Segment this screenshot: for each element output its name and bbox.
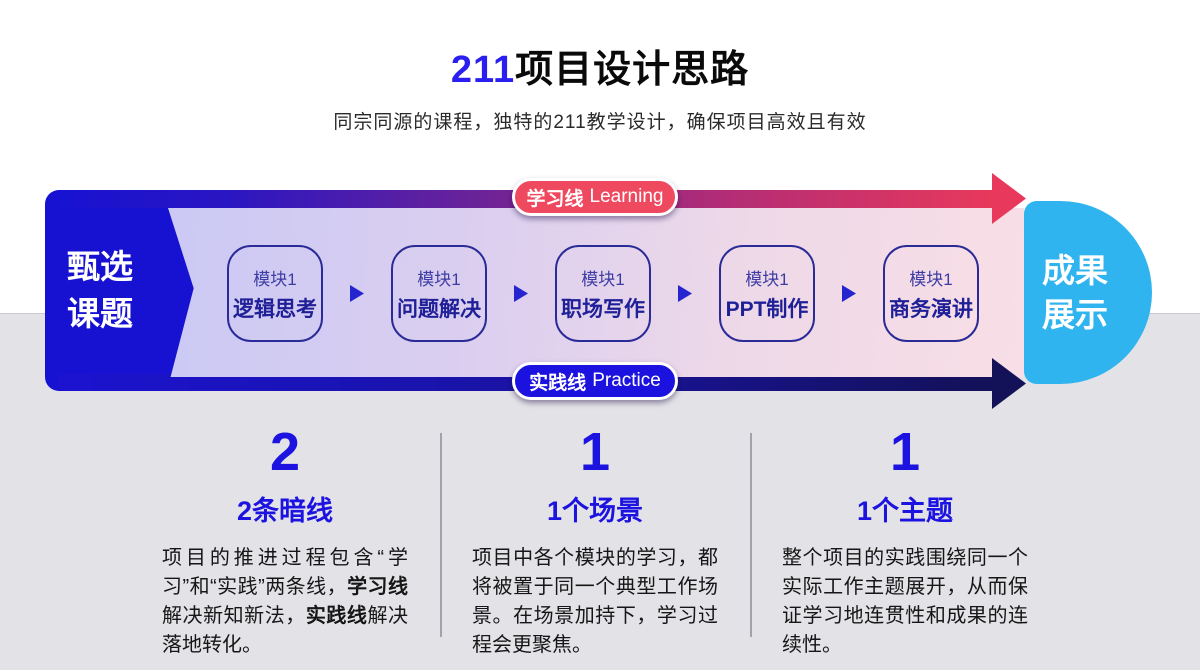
learning-pill-zh: 学习线: [526, 188, 584, 210]
module-title: 商务演讲: [889, 297, 973, 321]
module-title: 问题解决: [397, 297, 481, 321]
stat-number: 2: [269, 422, 301, 482]
module-box: 模块1 逻辑思考: [227, 245, 323, 342]
paragraph-segment: 实践线: [305, 605, 368, 627]
stat-column: 1 1个主题 整个项目的实践围绕同一个实际工作主题展开，从而保证学习地连贯性和成…: [750, 425, 1060, 660]
stat-number: 1: [889, 422, 921, 482]
module-box: 模块1 PPT制作: [719, 245, 815, 342]
paragraph-segment: 项目的推进过程包含“学习”和“实践”两条线，: [162, 547, 408, 598]
paragraph-segment: 解决落地转化。: [162, 605, 409, 656]
flow-arrow-icon: [350, 285, 364, 302]
stats-row: 2 2条暗线 项目的推进过程包含“学习”和“实践”两条线，学习线解决新知新法，实…: [130, 425, 1060, 660]
stat-paragraph: 项目的推进过程包含“学习”和“实践”两条线，学习线解决新知新法，实践线解决落地转…: [162, 544, 408, 660]
practice-pill-en: Practice: [592, 370, 661, 391]
page-subtitle: 同宗同源的课程，独特的211教学设计，确保项目高效且有效: [333, 111, 867, 133]
stat-column: 2 2条暗线 项目的推进过程包含“学习”和“实践”两条线，学习线解决新知新法，实…: [130, 425, 440, 660]
flow-arrow-icon: [678, 285, 692, 302]
page-title: 211项目设计思路: [0, 48, 1200, 94]
module-box: 模块1 商务演讲: [883, 245, 979, 342]
title-highlight: 211: [450, 49, 516, 91]
stat-label: 1个主题: [856, 496, 954, 526]
module-tag: 模块1: [745, 269, 789, 289]
module-box: 模块1 问题解决: [391, 245, 487, 342]
stat-paragraph: 项目中各个模块的学习，都将被置于同一个典型工作场景。在场景加持下，学习过程会更聚…: [472, 544, 718, 660]
source-block-label: 甄选课题: [67, 247, 133, 332]
practice-pill: 实践线 Practice: [512, 362, 678, 400]
module-tag: 模块1: [909, 269, 953, 289]
practice-pill-zh: 实践线: [529, 372, 587, 394]
flow-arrow-icon: [514, 285, 528, 302]
module-tag: 模块1: [417, 269, 461, 289]
column-divider: [750, 433, 752, 637]
module-title: 职场写作: [561, 297, 645, 321]
stat-number: 1: [579, 422, 611, 482]
stat-label: 1个场景: [546, 496, 644, 526]
stat-paragraph: 整个项目的实践围绕同一个实际工作主题展开，从而保证学习地连贯性和成果的连续性。: [782, 544, 1028, 660]
paragraph-segment: 解决新知新法，: [162, 605, 306, 627]
module-box: 模块1 职场写作: [555, 245, 651, 342]
column-divider: [440, 433, 442, 637]
paragraph-segment: 项目中各个模块的学习，都将被置于同一个典型工作场景。在场景加持下，学习过程会更聚…: [472, 547, 718, 656]
stat-label: 2条暗线: [236, 496, 334, 526]
paragraph-segment: 学习线: [347, 576, 409, 598]
module-tag: 模块1: [581, 269, 625, 289]
module-title: 逻辑思考: [233, 297, 317, 321]
title-rest: 项目设计思路: [515, 49, 750, 91]
result-block-label: 成果展示: [1042, 251, 1108, 333]
header: 211项目设计思路 同宗同源的课程，独特的211教学设计，确保项目高效且有效: [0, 48, 1200, 134]
stat-column: 1 1个场景 项目中各个模块的学习，都将被置于同一个典型工作场景。在场景加持下，…: [440, 425, 750, 660]
modules-band: [168, 208, 1024, 377]
paragraph-segment: 整个项目的实践围绕同一个实际工作主题展开，从而保证学习地连贯性和成果的连续性。: [782, 547, 1028, 656]
modules-row: 模块1 逻辑思考 模块1 问题解决 模块1 职场写作 模块1 PPT制作 模块1…: [227, 245, 979, 342]
module-title: PPT制作: [725, 297, 809, 321]
flow-arrow-icon: [842, 285, 856, 302]
learning-pill-en: Learning: [589, 186, 664, 207]
learning-pill: 学习线 Learning: [512, 178, 678, 216]
module-tag: 模块1: [253, 269, 297, 289]
